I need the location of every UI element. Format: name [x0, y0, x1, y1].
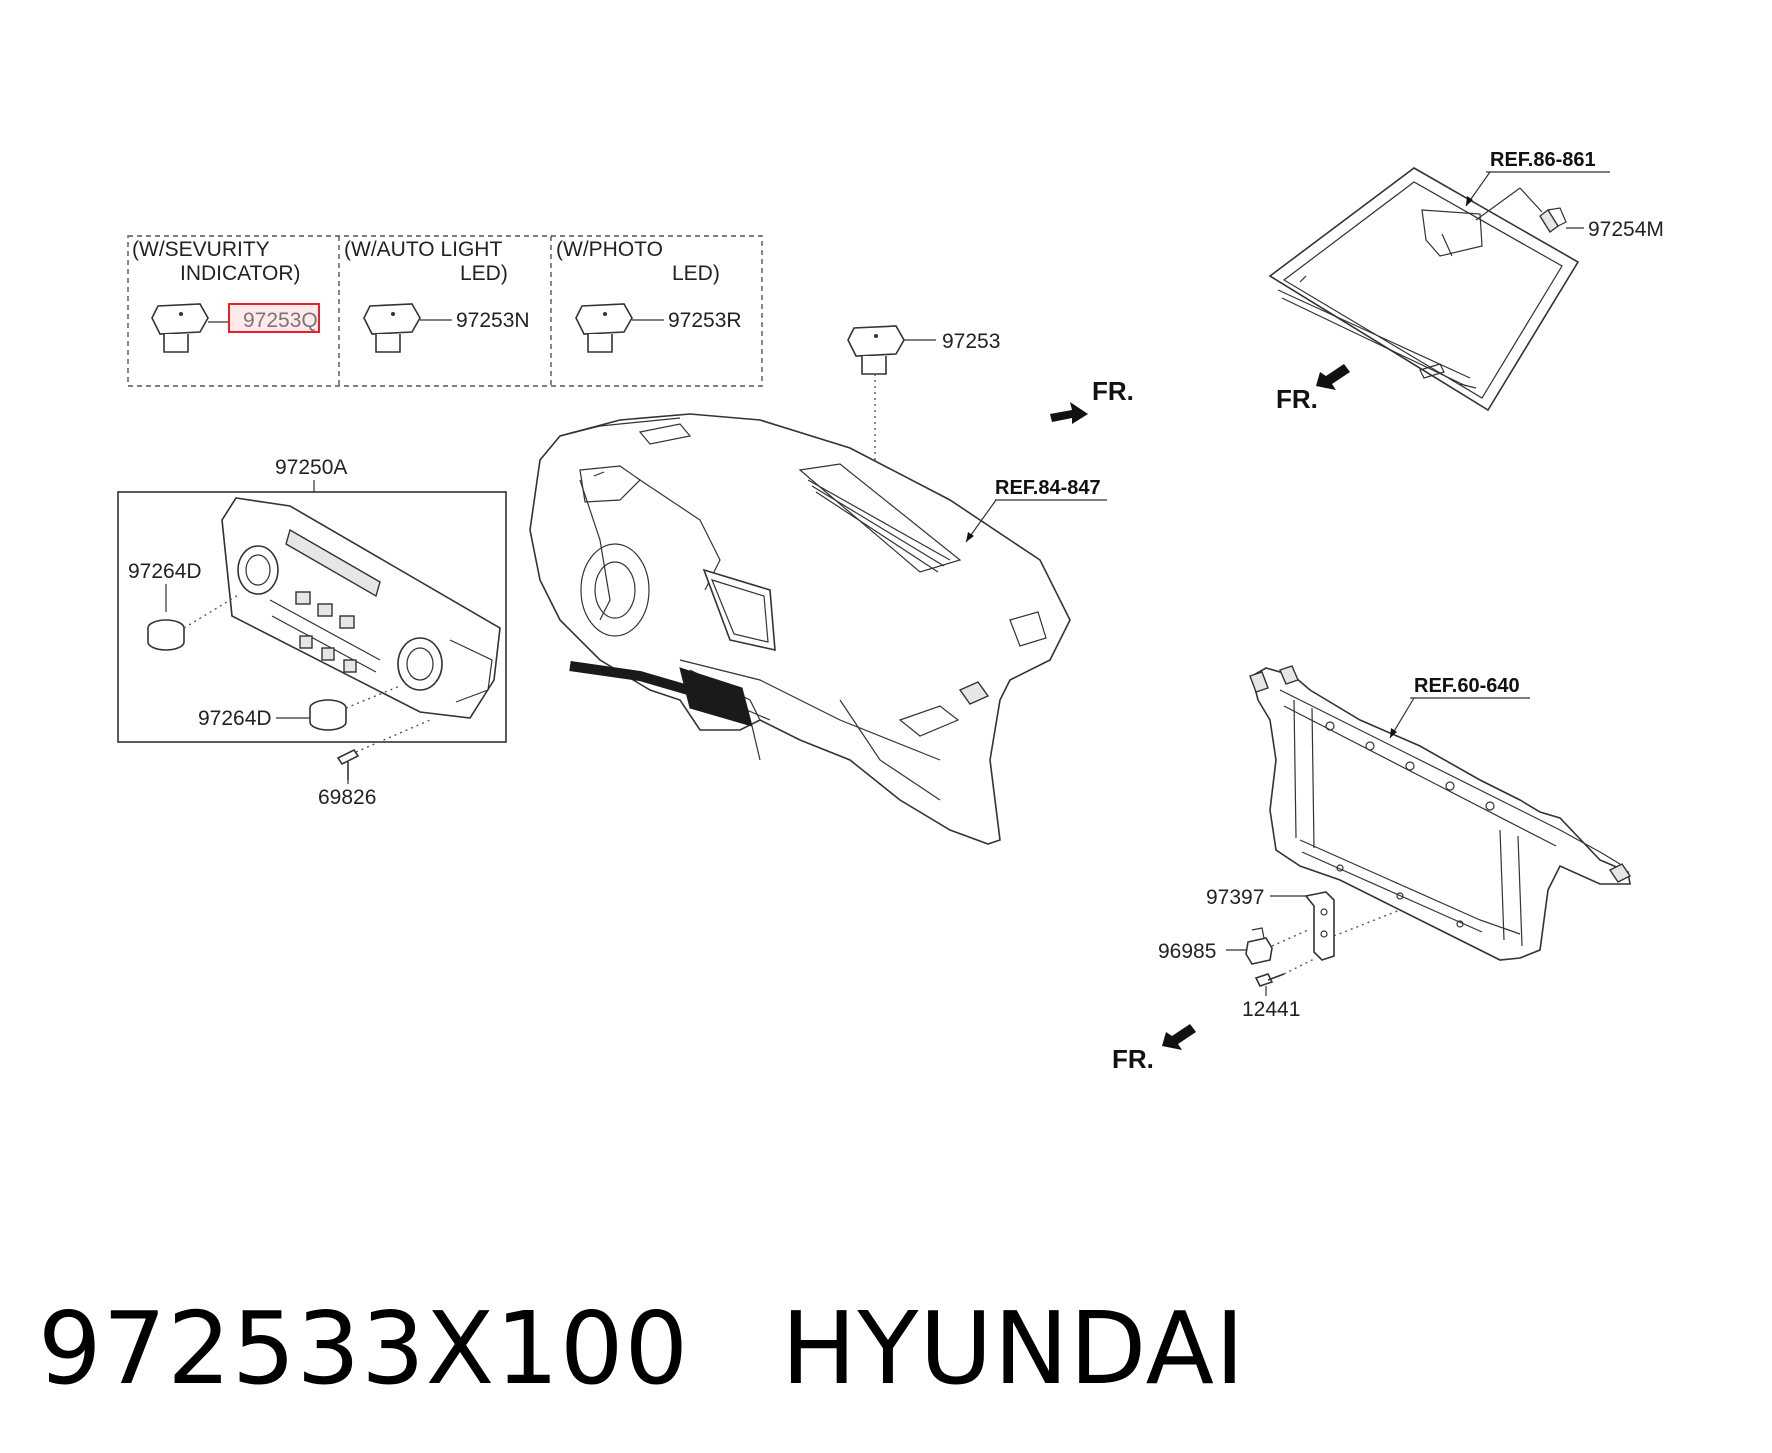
caption-brand: HYUNDAI	[781, 1290, 1246, 1407]
screw-part-number[interactable]: 69826	[318, 786, 376, 809]
windshield-sensor-part	[1539, 207, 1567, 234]
variant-condition-line2: LED)	[460, 262, 508, 285]
windshield-sensor-part-number[interactable]: 97254M	[1588, 218, 1664, 241]
front-label: FR.	[1276, 384, 1318, 414]
sensor-part-icon	[363, 303, 421, 353]
horn-install-line	[1271, 929, 1309, 947]
windshield-ref-label: REF.86-861	[1490, 149, 1596, 171]
sensor-part-icon	[151, 303, 209, 353]
bolt-install-line	[1283, 957, 1317, 975]
variant-condition-line2: LED)	[672, 262, 720, 285]
knob-install-line	[345, 685, 401, 709]
horn-sensor-part-number[interactable]: 96985	[1158, 940, 1216, 963]
caption: 972533X100 HYUNDAI	[38, 1290, 1246, 1407]
bracket-install-line	[1333, 909, 1401, 937]
panel-frame	[117, 491, 507, 743]
screw-install-line	[355, 719, 431, 753]
variant-part-number[interactable]: 97253Q	[243, 309, 318, 332]
climate-panel-drawing	[221, 497, 501, 719]
front-arrow-icon	[1316, 364, 1350, 390]
variant-condition-line2: INDICATOR)	[180, 262, 301, 285]
knob-part-number[interactable]: 97264D	[198, 707, 272, 730]
variant-condition-line1: (W/AUTO LIGHT	[344, 238, 502, 261]
screw-part	[336, 748, 360, 780]
knob-install-line	[183, 593, 241, 629]
front-label: FR.	[1092, 376, 1134, 406]
sensor-part-number[interactable]: 97253	[942, 330, 1000, 353]
variant-box: (W/SEVURITY INDICATOR) 97253Q (W/AUTO LI…	[127, 235, 763, 387]
variant-part-number[interactable]: 97253R	[668, 309, 742, 332]
knob-part-number[interactable]: 97264D	[128, 560, 202, 583]
bracket-part-number[interactable]: 97397	[1206, 886, 1264, 909]
knob-part	[147, 619, 185, 651]
dashboard-ref-label: REF.84-847	[995, 477, 1101, 499]
caption-part-number: 972533X100	[38, 1290, 690, 1407]
horn-sensor-part	[1245, 927, 1273, 965]
variant-box-border	[127, 235, 763, 387]
panel-part-number[interactable]: 97250A	[275, 456, 347, 479]
variant-part-number[interactable]: 97253N	[456, 309, 530, 332]
arrowhead-icon	[1390, 728, 1397, 738]
front-label: FR.	[1112, 1044, 1154, 1074]
arrowhead-icon	[966, 532, 974, 542]
bolt-part-number[interactable]: 12441	[1242, 998, 1300, 1021]
variant-condition-line1: (W/SEVURITY	[132, 238, 270, 261]
knob-part	[309, 699, 347, 731]
bracket-part	[1304, 891, 1335, 961]
carrier-ref-label: REF.60-640	[1414, 675, 1520, 697]
bolt-part	[1254, 973, 1285, 987]
highlight-box	[228, 303, 320, 333]
dashboard-drawing	[529, 413, 1071, 845]
arrowhead-icon	[1466, 196, 1473, 206]
sensor-part-icon	[575, 303, 633, 353]
front-arrow-icon	[1162, 1024, 1196, 1050]
front-arrow-icon	[1050, 402, 1088, 424]
leader-line	[1475, 187, 1521, 221]
leader-line	[1519, 187, 1543, 213]
windshield-drawing	[1268, 167, 1580, 412]
carrier-drawing	[1249, 665, 1632, 961]
variant-condition-line1: (W/PHOTO	[556, 238, 663, 261]
